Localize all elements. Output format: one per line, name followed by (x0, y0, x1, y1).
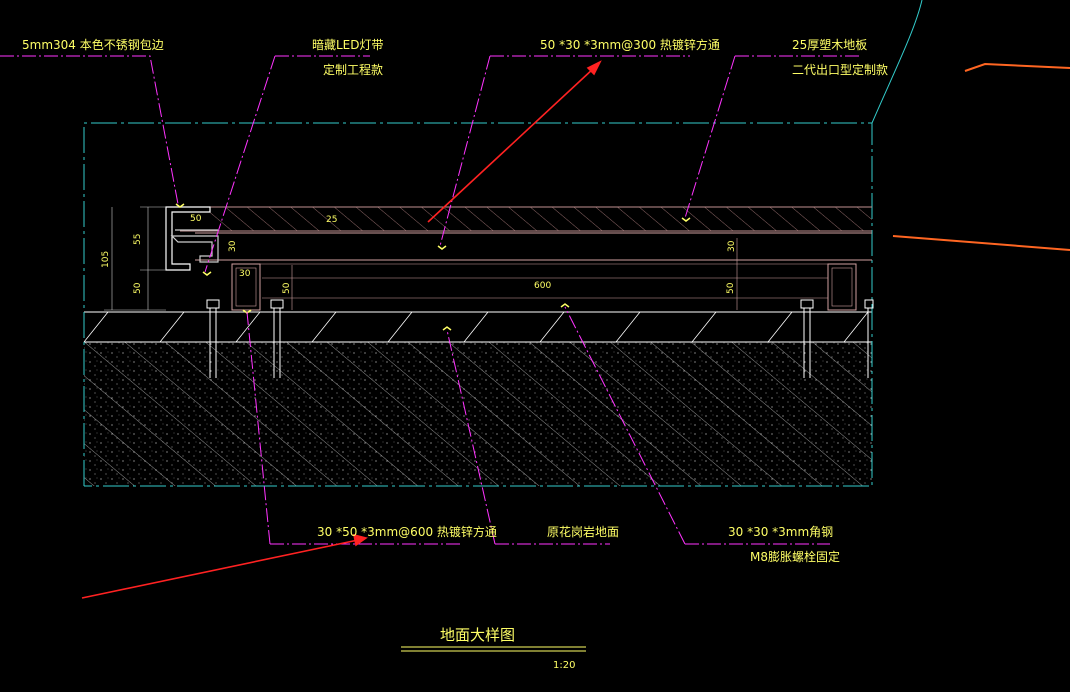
dim-105: 105 (101, 251, 111, 268)
label-expansion-bolt: M8膨胀螺栓固定 (750, 549, 840, 564)
dim-30-right: 30 (727, 240, 737, 252)
dim-55: 55 (133, 234, 143, 245)
orange-markup-lines (892, 62, 1070, 251)
label-bottom-tube: 30 *50 *3mm@600 热镀锌方通 (317, 524, 497, 539)
dim-50-tube-left: 50 (282, 282, 292, 294)
leader-lines (0, 55, 860, 545)
dimension-texts: 105 55 50 50 50 50 25 30 30 30 600 (101, 214, 737, 294)
label-top-tube: 50 *30 *3mm@300 热镀锌方通 (540, 37, 720, 52)
granite-layer (83, 311, 872, 343)
boundary-frame (83, 0, 923, 487)
label-led-strip: 暗藏LED灯带 (312, 37, 384, 52)
dim-25: 25 (326, 215, 337, 225)
concrete-base (84, 342, 872, 486)
annotation-labels: 5mm304 本色不锈钢包边 暗藏LED灯带 定制工程款 50 *30 *3mm… (22, 37, 888, 564)
label-wood-floor: 25厚塑木地板 (792, 37, 867, 52)
expansion-bolts (206, 299, 874, 378)
dim-30-left: 30 (228, 240, 238, 252)
drawing-scale: 1:20 (553, 660, 575, 671)
dim-50-left: 50 (133, 282, 143, 294)
dim-600: 600 (534, 281, 551, 291)
bottom-square-tube (231, 238, 857, 311)
dim-30-tube: 30 (239, 269, 251, 279)
red-annotation-arrows (81, 60, 602, 599)
label-angle-steel: 30 *30 *3mm角钢 (728, 525, 833, 539)
wood-floor-board (180, 206, 872, 232)
dim-50-edge: 50 (190, 214, 202, 224)
drawing-title: 地面大样图 (440, 626, 515, 644)
title-block: 地面大样图 1:20 (401, 626, 586, 671)
label-granite: 原花岗岩地面 (547, 524, 619, 539)
dim-50-tube-right: 50 (726, 282, 736, 294)
dimension-lines (104, 206, 166, 311)
label-led-strip-sub: 定制工程款 (323, 62, 383, 77)
top-square-tube (195, 232, 872, 261)
label-steel-wrap: 5mm304 本色不锈钢包边 (22, 38, 164, 52)
label-wood-floor-sub: 二代出口型定制款 (792, 62, 888, 77)
